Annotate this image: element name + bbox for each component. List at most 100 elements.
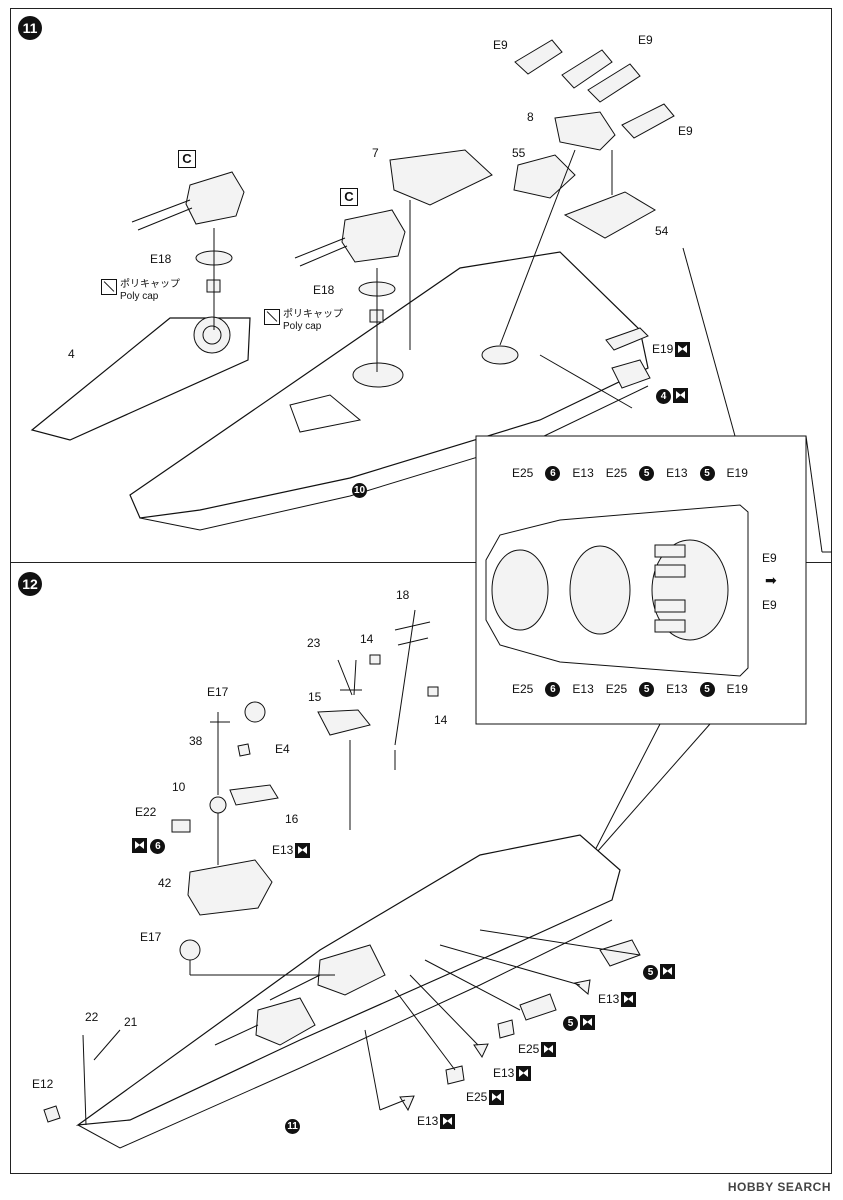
inset-top-sub5-2: 5	[699, 466, 715, 481]
pole-part22	[82, 1034, 87, 1126]
label-e22: E22	[135, 805, 157, 819]
turret-base-inner	[202, 325, 222, 345]
e13-text: E13	[493, 1066, 515, 1080]
bowtie-icon	[580, 1015, 595, 1031]
e25-text: E25	[466, 1090, 488, 1104]
tripod-part23	[337, 659, 362, 696]
label-e25-b: E25	[466, 1090, 505, 1106]
label-part7: 7	[372, 146, 379, 160]
hull-turret-b	[255, 997, 316, 1046]
bowtie-icon	[440, 1114, 456, 1130]
part-e5-a	[599, 939, 641, 967]
part-e17-top	[244, 701, 266, 723]
turret-base-ring	[193, 316, 231, 354]
e19-text: E19	[652, 342, 674, 356]
part-e4	[237, 743, 251, 757]
label-part15: 15	[308, 690, 322, 704]
hull-10-badge: 10	[352, 483, 367, 498]
polycap-icon	[264, 309, 280, 325]
label-e25-a: E25	[518, 1042, 557, 1058]
inset-top-e25-1: E25	[512, 466, 534, 480]
label-part38: 38	[189, 734, 203, 748]
inset-turret	[491, 549, 549, 631]
pole-part21	[93, 1029, 121, 1061]
label-part42: 42	[158, 876, 172, 890]
turret-c-right	[294, 209, 406, 267]
label-part8: 8	[527, 110, 534, 124]
part-16	[229, 784, 279, 806]
deck-part55	[513, 154, 576, 199]
bow-section-part4	[30, 317, 251, 441]
label-e18-left: E18	[150, 252, 172, 266]
hull-turret-ring	[352, 362, 404, 388]
inset-top-sub6: 6	[545, 466, 561, 481]
hull-turret-a	[317, 944, 386, 996]
label-part14-a: 14	[360, 632, 374, 646]
bowtie-icon	[660, 964, 675, 980]
label-hull10: 10	[352, 482, 367, 498]
label-e19: E19	[652, 342, 691, 358]
inset-deck-outline	[485, 504, 749, 677]
bowtie-icon	[516, 1066, 532, 1082]
deck-part7	[389, 149, 493, 206]
inset-bottom-e25-1: E25	[512, 682, 534, 696]
inset-label-e9-lower: E9	[762, 598, 777, 612]
mount-part8	[554, 111, 616, 151]
label-e13-d: E13	[417, 1114, 456, 1130]
inset-bottom-sub5-2: 5	[699, 682, 715, 697]
polycap-en: Poly cap	[120, 291, 159, 302]
instruction-frame	[10, 8, 832, 1174]
label-part14-b: 14	[434, 713, 448, 727]
polycap-icon	[101, 279, 117, 295]
step-11-badge: 11	[18, 16, 42, 40]
step-divider	[10, 562, 832, 563]
mast-part18	[394, 609, 416, 746]
subassembly-4-part	[611, 359, 651, 389]
label-e4: E4	[275, 742, 290, 756]
part-e25-b	[445, 1065, 465, 1085]
label-e17-top: E17	[207, 685, 229, 699]
polycap-en: Poly cap	[283, 321, 322, 332]
part14-b	[427, 686, 439, 697]
inset-top-e25-2: E25	[605, 466, 628, 480]
part-42-block	[187, 859, 273, 916]
label-e18-right: E18	[313, 283, 335, 297]
part-e12	[43, 1105, 61, 1123]
bowtie-icon	[675, 342, 691, 358]
inset-top-e13-2: E13	[666, 466, 688, 480]
bowtie-icon	[132, 838, 147, 854]
part-e13-a	[573, 979, 591, 995]
label-e9-right: E9	[678, 124, 693, 138]
label-e9-top-right: E9	[638, 33, 653, 47]
deck-part54	[563, 191, 656, 239]
label-part22: 22	[85, 1010, 99, 1024]
polycap-jp: ポリキャップ	[120, 279, 180, 290]
subassembly-5-badge: 5	[643, 965, 658, 980]
bowtie-icon	[673, 388, 688, 404]
part-e13-b	[473, 1043, 489, 1059]
turret-c-left	[131, 171, 245, 231]
step-12-badge: 12	[18, 572, 42, 596]
e13-text: E13	[417, 1114, 439, 1128]
label-part54: 54	[655, 224, 669, 238]
label-hull11: 11	[285, 1118, 300, 1134]
bowtie-icon	[541, 1042, 557, 1058]
inset-bottom-e13-2: E13	[666, 682, 688, 696]
boat-e9-b	[561, 49, 613, 89]
label-part18: 18	[396, 588, 410, 602]
label-part21: 21	[124, 1015, 138, 1029]
subassembly-6-badge: 6	[150, 839, 166, 854]
label-e17-bottom: E17	[140, 930, 162, 944]
turret-c-box-right: C	[340, 188, 358, 206]
label-e13-c: E13	[493, 1066, 532, 1082]
label-part4: 4	[68, 347, 75, 361]
turret-c-box-left: C	[178, 150, 196, 168]
label-sub5-a: 5	[643, 964, 675, 980]
boat-e9-c	[587, 63, 641, 103]
part-e25-a	[497, 1019, 515, 1039]
bowtie-icon	[295, 843, 311, 859]
inset-top-sub5-1: 5	[639, 466, 655, 481]
